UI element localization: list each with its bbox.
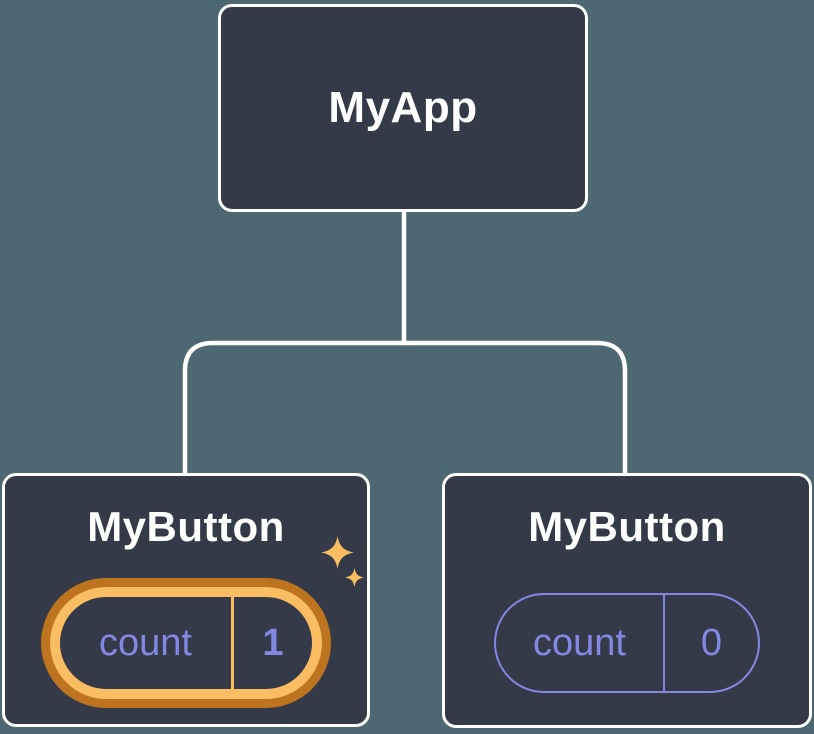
state-pill-normal: count 0 [494,593,760,694]
sparkle-icon-large [321,536,354,570]
connector-branch [182,340,628,475]
state-value: 1 [231,597,312,690]
state-key-label: count [99,622,192,665]
node-mybutton-right: MyButton count 0 [442,473,812,728]
state-value: 0 [663,595,758,692]
node-mybutton-right-label: MyButton [528,503,726,550]
node-mybutton-left: MyButton count 1 [2,473,370,727]
sparkle-icon-small [345,568,364,588]
node-mybutton-left-label: MyButton [87,503,285,550]
node-myapp-label: MyApp [328,82,478,132]
state-key-label: count [533,622,626,665]
state-pill-wrap-right: count 0 [494,552,760,694]
node-myapp: MyApp [218,4,588,212]
state-pill-highlighted: count 1 [50,587,322,700]
state-pill-wrap-left: count 1 [50,536,364,700]
